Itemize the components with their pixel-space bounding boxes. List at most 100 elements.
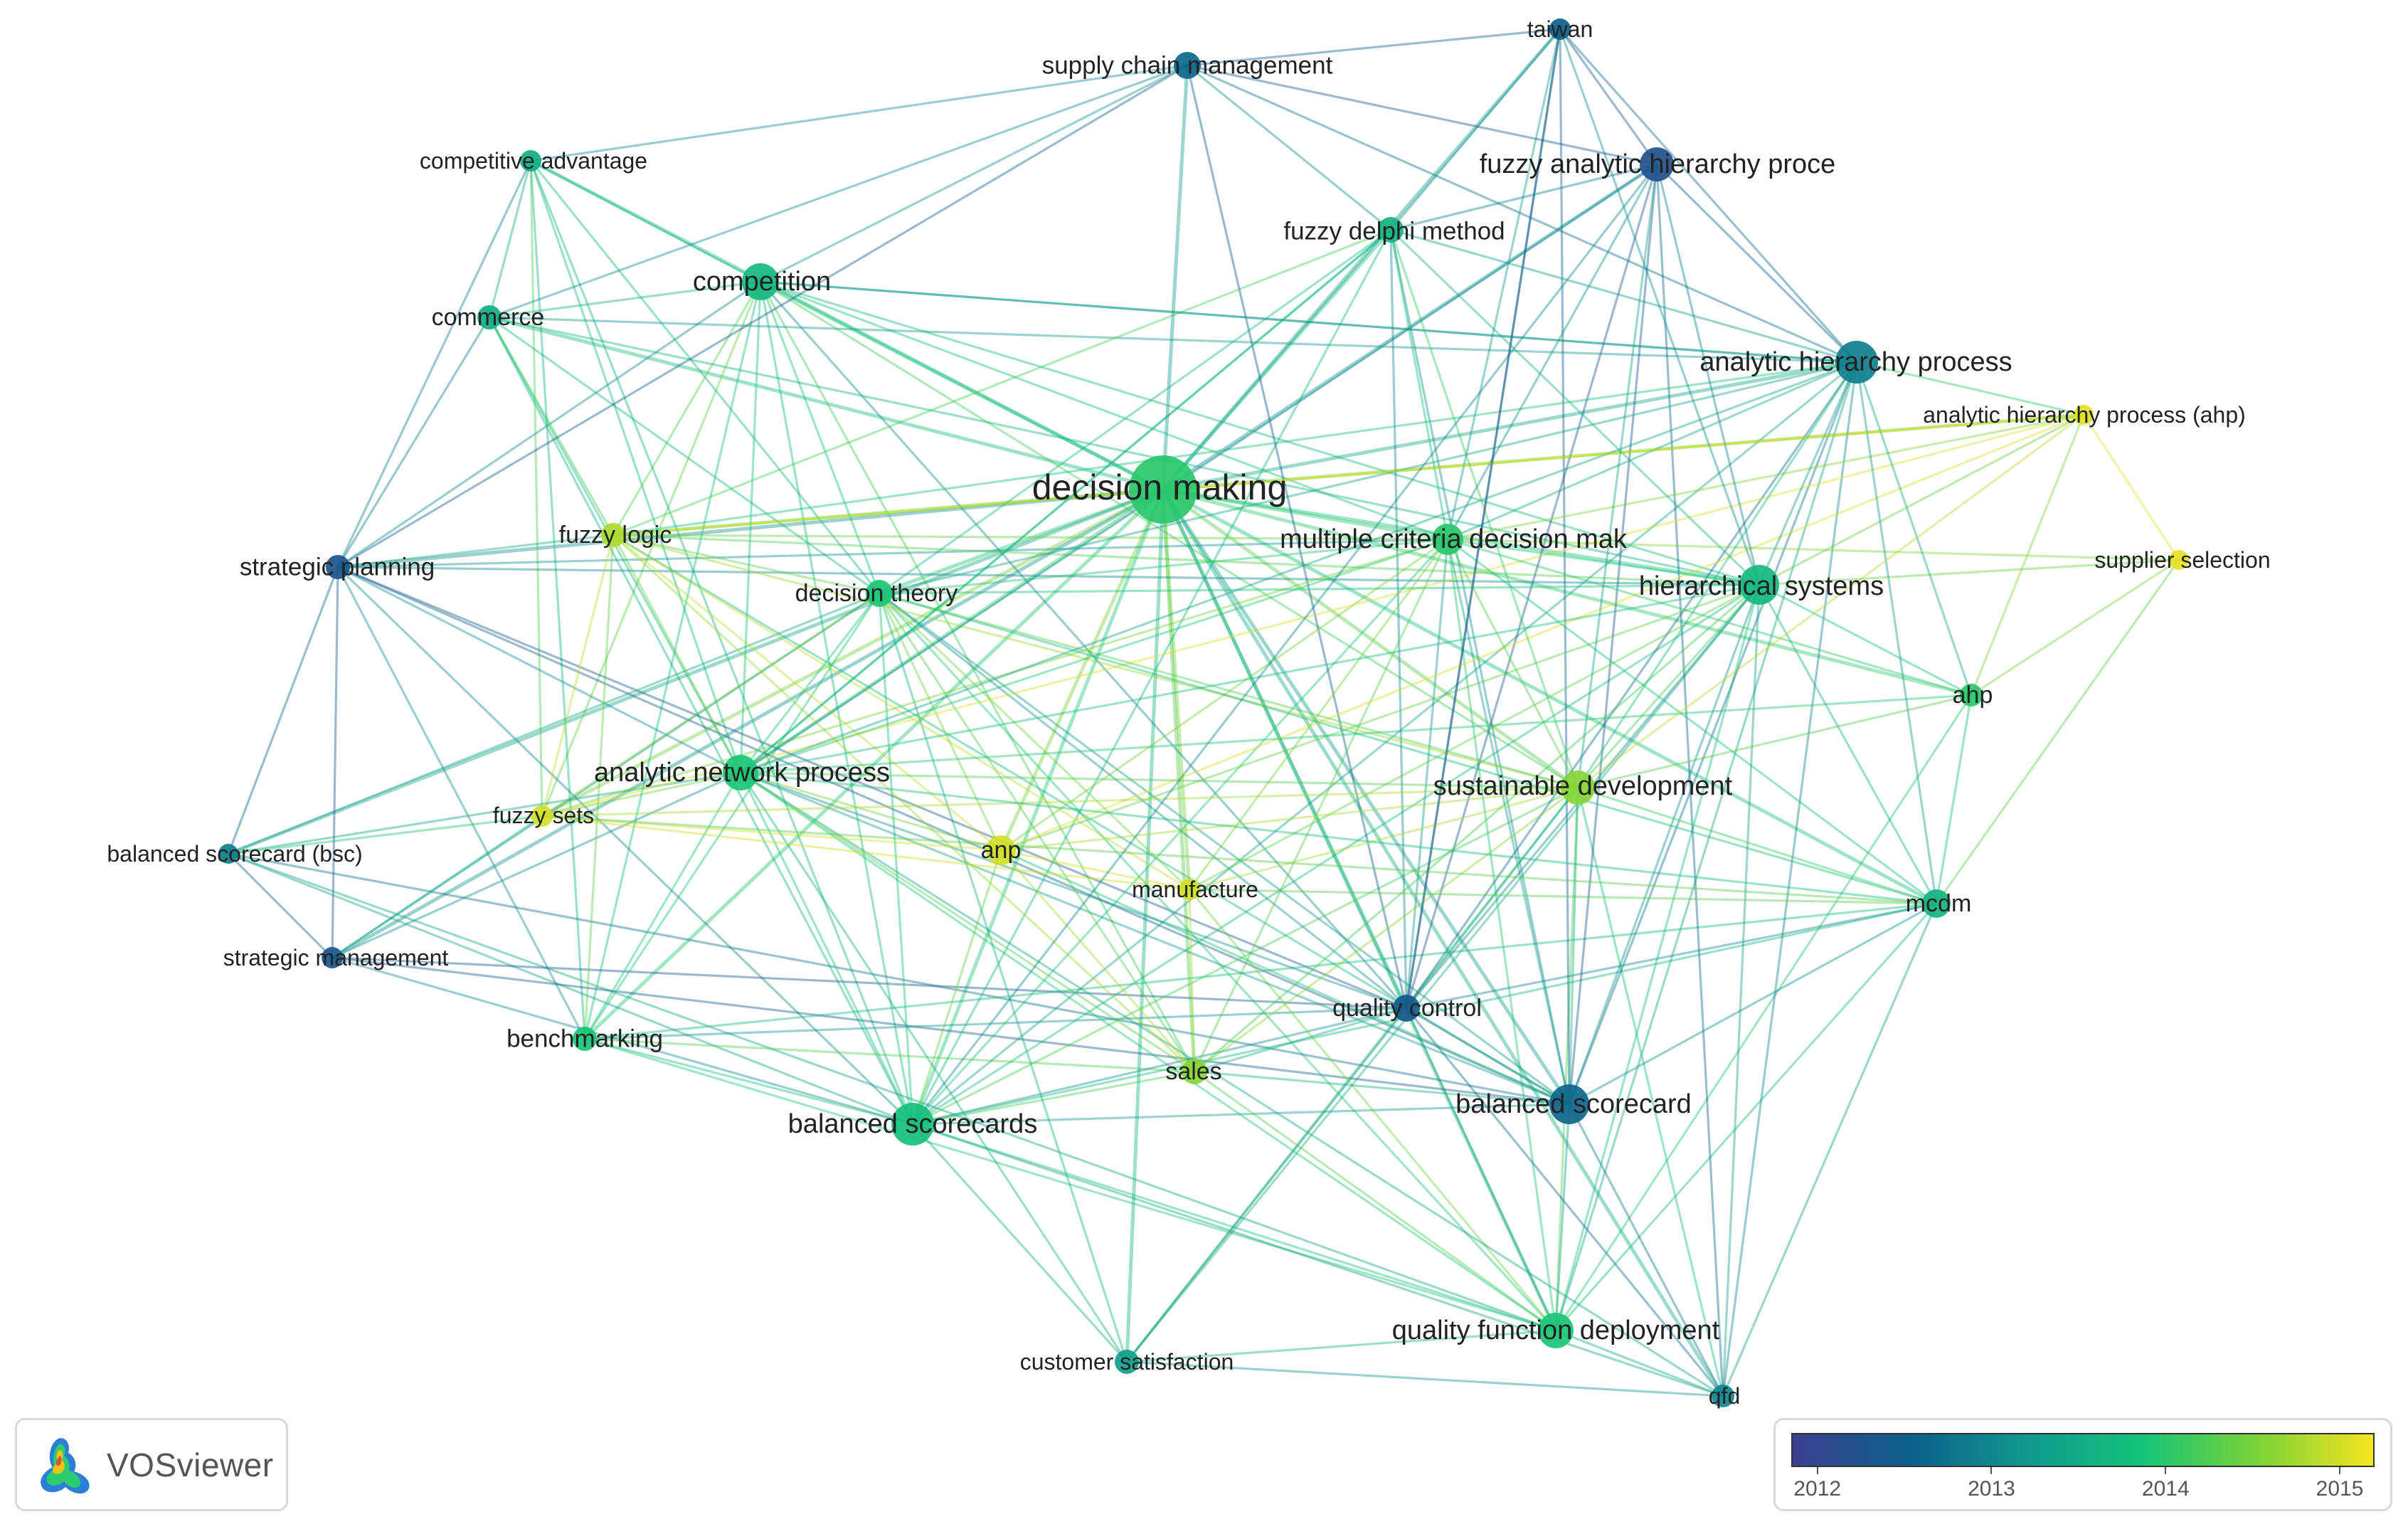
edge-stratmgmt-fuzzysets xyxy=(331,815,543,959)
node-manufacture[interactable] xyxy=(1179,879,1200,900)
node-label-bsc_paren[interactable]: balanced scorecard (bsc) xyxy=(107,841,362,867)
node-label-anp_long[interactable]: analytic network process xyxy=(594,758,890,788)
edge-dm-anp_long xyxy=(738,487,1165,775)
node-hiersys[interactable] xyxy=(1739,565,1779,605)
node-label-commerce[interactable]: commerce xyxy=(432,304,545,331)
node-label-custsat[interactable]: customer satisfaction xyxy=(1020,1349,1234,1375)
node-qfd[interactable] xyxy=(1712,1385,1734,1407)
node-stratplan[interactable] xyxy=(326,555,350,579)
node-benchmarking[interactable] xyxy=(573,1027,597,1051)
edge-fahp-scm xyxy=(1186,64,1658,166)
legend-tick-mark xyxy=(2339,1467,2341,1474)
node-bsc[interactable] xyxy=(1549,1084,1589,1124)
node-label-fahp[interactable]: fuzzy analytic hierarchy proce xyxy=(1480,149,1836,179)
node-label-competition[interactable]: competition xyxy=(693,267,831,297)
node-label-dm[interactable]: decision making xyxy=(1032,467,1288,507)
node-fahp[interactable] xyxy=(1640,147,1674,181)
node-label-mcdm[interactable]: mcdm xyxy=(1906,890,1972,917)
node-anp_long[interactable] xyxy=(723,755,758,790)
node-fdelphi[interactable] xyxy=(1378,217,1404,243)
edge-anp_long-sustdev xyxy=(739,771,1579,789)
node-label-compadv[interactable]: competitive advantage xyxy=(420,148,647,174)
node-label-ahp_long[interactable]: analytic hierarchy process xyxy=(1699,347,2012,377)
edge-benchmarking-qfd_long xyxy=(583,1037,1557,1332)
edge-qfd-hiersys xyxy=(1722,583,1761,1397)
legend-tick-mark xyxy=(1990,1467,1993,1474)
node-dm[interactable] xyxy=(1129,455,1197,524)
edge-bscs-qc xyxy=(911,1007,1408,1126)
edge-stratplan-bscs xyxy=(336,566,914,1126)
node-label-qc[interactable]: quality control xyxy=(1332,995,1482,1022)
node-label-stratmgmt[interactable]: strategic management xyxy=(223,945,449,970)
edge-sales-manufacture xyxy=(1188,888,1196,1073)
node-label-qfd[interactable]: qfd xyxy=(1709,1383,1740,1409)
edge-bscs-hiersys xyxy=(911,583,1761,1126)
vosviewer-logo-text: VOSviewer xyxy=(107,1446,274,1483)
node-anp[interactable] xyxy=(986,835,1016,865)
node-label-benchmarking[interactable]: benchmarking xyxy=(506,1025,663,1053)
node-sustdev[interactable] xyxy=(1561,771,1595,805)
edge-dm-manufacture xyxy=(1161,487,1192,892)
node-label-stratplan[interactable]: strategic planning xyxy=(240,554,435,581)
edge-dm-stratmgmt xyxy=(330,487,1165,960)
node-taiwan[interactable] xyxy=(1549,18,1571,40)
edge-competition-compadv xyxy=(529,159,762,283)
node-label-dectheory[interactable]: decision theory xyxy=(795,580,958,607)
node-label-fuzzysets[interactable]: fuzzy sets xyxy=(493,803,594,828)
edge-commerce-dectheory xyxy=(488,316,881,595)
edge-qc-sustdev xyxy=(1405,786,1579,1010)
node-label-manufacture[interactable]: manufacture xyxy=(1132,877,1258,902)
edge-dm-taiwan xyxy=(1161,27,1562,492)
edge-dm-fuzzylogic xyxy=(611,487,1165,537)
edge-commerce-hiersys xyxy=(488,316,1761,586)
node-mcdm[interactable] xyxy=(1922,889,1951,918)
edge-commerce-bscs xyxy=(488,316,914,1126)
node-label-mcdm_long[interactable]: multiple criteria decision mak xyxy=(1280,524,1628,554)
edge-fuzzylogic-mcdm_long xyxy=(612,534,1449,541)
node-competition[interactable] xyxy=(742,263,779,300)
node-label-sustdev[interactable]: sustainable development xyxy=(1433,771,1733,801)
node-ahp_paren[interactable] xyxy=(2074,405,2094,425)
node-ahp_long[interactable] xyxy=(1835,341,1878,383)
edge-scm-dm xyxy=(1161,63,1189,492)
node-qfd_long[interactable] xyxy=(1538,1313,1574,1348)
node-suppsel[interactable] xyxy=(2169,550,2189,570)
node-label-ahp[interactable]: ahp xyxy=(1953,682,1993,709)
edge-sales-dectheory xyxy=(878,592,1196,1073)
node-label-hiersys[interactable]: hierarchical systems xyxy=(1639,571,1884,601)
node-bscs[interactable] xyxy=(891,1103,934,1146)
edge-bsc_paren-bscs xyxy=(227,852,914,1126)
node-label-suppsel[interactable]: supplier selection xyxy=(2094,547,2270,573)
node-label-taiwan[interactable]: taiwan xyxy=(1527,16,1593,42)
node-ahp[interactable] xyxy=(1960,684,1983,707)
node-label-fdelphi[interactable]: fuzzy delphi method xyxy=(1283,218,1505,245)
node-label-bscs[interactable]: balanced scorecards xyxy=(788,1109,1038,1139)
edge-fdelphi-fahp xyxy=(1389,163,1658,231)
node-scm[interactable] xyxy=(1174,52,1201,79)
edge-ahp_paren-sustdev xyxy=(1576,413,2085,789)
node-label-sales[interactable]: sales xyxy=(1165,1058,1221,1085)
node-label-qfd_long[interactable]: quality function deployment xyxy=(1392,1316,1720,1345)
node-mcdm_long[interactable] xyxy=(1432,524,1463,555)
node-label-scm[interactable]: supply chain management xyxy=(1042,52,1333,80)
edge-stratplan-bsc xyxy=(336,566,1571,1106)
node-label-bsc[interactable]: balanced scorecard xyxy=(1455,1089,1692,1119)
node-stratmgmt[interactable] xyxy=(322,947,343,968)
node-sales[interactable] xyxy=(1182,1059,1207,1084)
node-dectheory[interactable] xyxy=(866,580,893,607)
node-label-anp[interactable]: anp xyxy=(981,837,1022,864)
node-label-fuzzylogic[interactable]: fuzzy logic xyxy=(559,522,672,549)
edge-suppsel-ahp xyxy=(1970,559,2180,697)
node-compadv[interactable] xyxy=(520,150,541,171)
edge-qc-ahp_long xyxy=(1405,361,1858,1010)
node-fuzzylogic[interactable] xyxy=(601,523,625,547)
edge-ahp_long-ahp xyxy=(1855,361,1973,697)
node-commerce[interactable] xyxy=(477,305,502,329)
node-label-ahp_paren[interactable]: analytic hierarchy process (ahp) xyxy=(1923,402,2246,428)
edge-qc-dectheory xyxy=(878,592,1408,1010)
edge-fahp-anp_long xyxy=(739,163,1658,774)
node-fuzzysets[interactable] xyxy=(531,805,553,827)
node-qc[interactable] xyxy=(1393,995,1420,1022)
node-custsat[interactable] xyxy=(1115,1350,1139,1374)
node-bsc_paren[interactable] xyxy=(218,844,238,864)
